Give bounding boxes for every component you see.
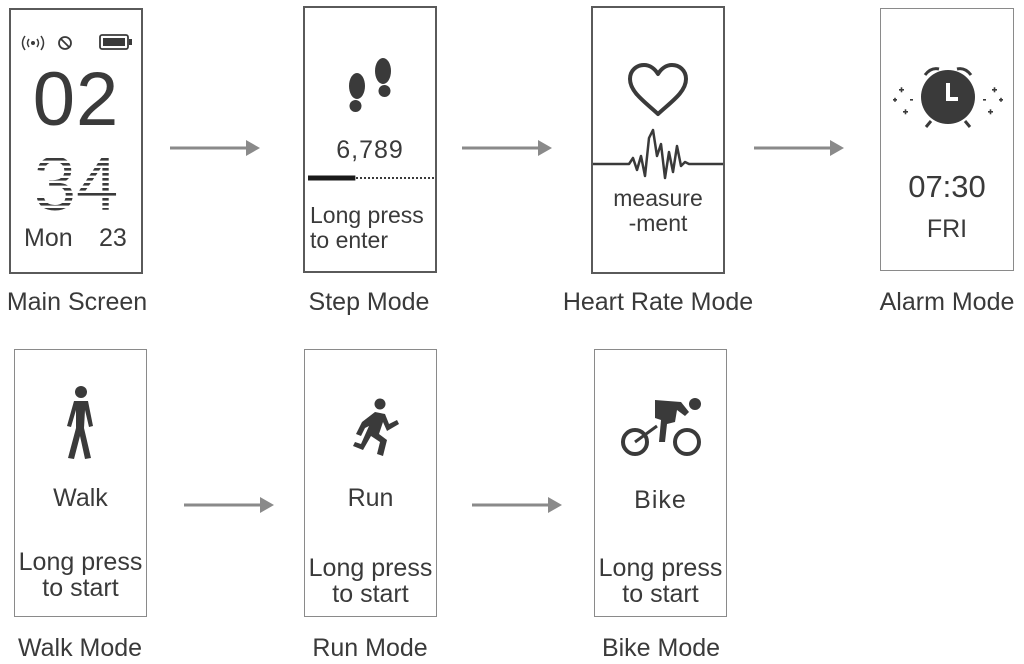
step-mode-caption: Step Mode	[308, 288, 430, 316]
step-progress-bar	[308, 175, 436, 181]
clock-minutes: 34	[34, 142, 119, 227]
alarm-mode-panel: 07:30 FRI	[880, 8, 1014, 271]
bike-label: Bike	[634, 486, 687, 514]
heart-label-line2: -ment	[628, 210, 688, 236]
heart-rate-mode-panel: measure -ment	[591, 6, 725, 274]
clock-minutes-text: 34	[34, 142, 119, 227]
alarm-mode-caption: Alarm Mode	[879, 288, 1015, 316]
arrow-heart-to-alarm	[754, 140, 844, 156]
walk-label: Walk	[53, 484, 108, 512]
walk-hint-line2: to start	[42, 574, 119, 602]
bike-mode-panel: Bike Long press to start	[594, 349, 727, 617]
bike-hint-line2: to start	[622, 580, 699, 608]
cyclist-icon	[621, 398, 701, 456]
do-not-disturb-icon	[58, 36, 72, 50]
walk-mode-panel: Walk Long press to start	[14, 349, 147, 617]
arrow-main-to-step	[170, 140, 260, 156]
step-hint-line1: Long press	[310, 202, 424, 228]
walking-person-icon	[67, 386, 93, 459]
bike-hint-line1: Long press	[598, 554, 723, 582]
main-screen-panel: 02 34 Mon 23	[9, 8, 143, 274]
walk-hint-line1: Long press	[18, 548, 143, 576]
battery-icon	[99, 34, 132, 50]
run-hint-line2: to start	[332, 580, 409, 608]
heart-label-line1: measure	[613, 185, 703, 211]
run-mode-caption: Run Mode	[312, 634, 428, 662]
arrow-walk-to-run	[184, 497, 274, 513]
step-count: 6,789	[336, 136, 404, 164]
heart-rate-mode-caption: Heart Rate Mode	[562, 288, 754, 316]
step-mode-panel: 6,789 Long press to enter	[303, 6, 437, 273]
run-hint-line1: Long press	[308, 554, 433, 582]
bike-mode-caption: Bike Mode	[601, 634, 721, 662]
walk-mode-caption: Walk Mode	[17, 634, 143, 662]
run-mode-panel: Run Long press to start	[304, 349, 437, 617]
heartbeat-wave	[593, 128, 723, 180]
heart-icon	[628, 63, 688, 116]
footprints-icon	[349, 58, 391, 112]
arrow-run-to-bike	[472, 497, 562, 513]
arrow-step-to-heart	[462, 140, 552, 156]
step-hint-line2: to enter	[310, 227, 388, 253]
alarm-day: FRI	[926, 215, 968, 243]
alarm-clock-icon	[893, 67, 1003, 128]
signal-icon	[21, 35, 45, 51]
main-screen-caption: Main Screen	[6, 288, 148, 316]
run-label: Run	[347, 484, 394, 512]
weekday: Mon	[24, 224, 73, 252]
clock-hours: 02	[32, 57, 120, 142]
date: 23	[99, 224, 127, 252]
alarm-time: 07:30	[908, 169, 986, 204]
running-person-icon	[353, 398, 399, 456]
